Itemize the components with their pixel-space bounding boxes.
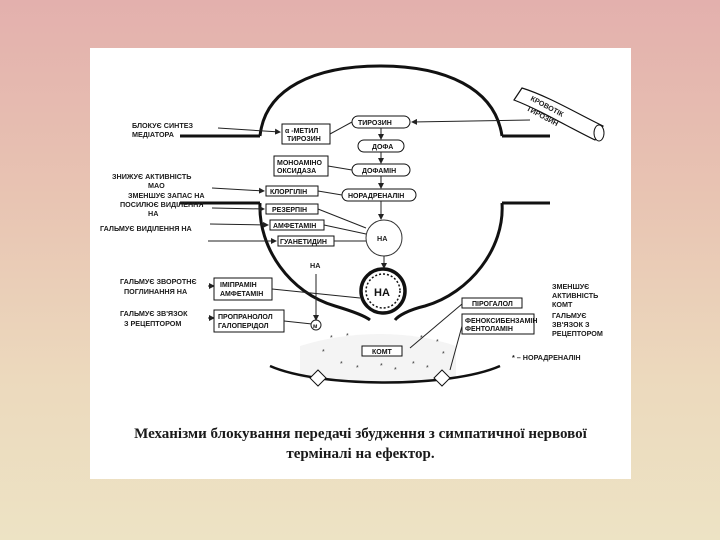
label-right-2a: ГАЛЬМУЄ — [552, 311, 587, 320]
dopamine-text: ДОФАМІН — [362, 168, 396, 175]
figure-caption: Механізми блокування передачі збудження … — [90, 424, 631, 464]
label-left-2a: ЗНИЖУЄ АКТИВНІСТЬ — [112, 172, 191, 181]
label-left-3c: НА — [148, 209, 158, 218]
amphetamine2-text: АМФЕТАМІН — [220, 291, 263, 298]
phentolamine-text: ФЕНТОЛАМІН — [465, 326, 513, 333]
svg-text:*: * — [380, 363, 383, 370]
phenoxybenzamine-text: ФЕНОКСИБЕНЗАМІН — [465, 318, 537, 325]
guanethidine-text: ГУАНЕТИДИН — [280, 239, 327, 246]
label-left-6a: ГАЛЬМУЄ ЗВ'ЯЗОК — [120, 309, 188, 318]
label-right-1c: КОМТ — [552, 300, 573, 309]
label-right-2c: РЕЦЕПТОРОМ — [552, 329, 603, 338]
sympathetic-terminal-diagram: НА НА ТИРОЗИН ДОФА ДОФАМІН НОРАДРЕНАЛІН … — [90, 48, 631, 479]
alpha-methyl-b: ТИРОЗИН — [287, 136, 321, 143]
caption-line-1: Механізми блокування передачі збудження … — [90, 424, 631, 444]
clorgiline-text: КЛОРГІЛІН — [270, 189, 307, 196]
noradrenaline-text: НОРАДРЕНАЛІН — [348, 193, 404, 200]
label-right-1a: ЗМЕНШУЄ — [552, 282, 589, 291]
label-left-5b: ПОГЛИНАННЯ НА — [124, 287, 187, 296]
legend-noradrenaline: * – НОРАДРЕНАЛІН — [512, 353, 581, 362]
m-marker: м — [313, 324, 318, 330]
drug-boxes-lower-left: ІМІПРАМІН АМФЕТАМІН ПРОПРАНОЛОЛ ГАЛОПЕРІ… — [214, 261, 360, 332]
label-left-2b: МАО — [148, 181, 165, 190]
left-labels: БЛОКУЄ СИНТЕЗ МЕДІАТОРА ЗНИЖУЄ АКТИВНІСТ… — [100, 121, 205, 328]
svg-text:*: * — [340, 361, 343, 368]
label-left-1a: БЛОКУЄ СИНТЕЗ — [132, 121, 193, 130]
amphetamine-text: АМФЕТАМІН — [273, 223, 316, 230]
reserpine-text: РЕЗЕРПІН — [272, 207, 307, 214]
blood-vessel: КРОВОТІК ТИРОЗИН — [412, 88, 604, 141]
mao-b: ОКСИДАЗА — [277, 168, 316, 175]
svg-text:*: * — [436, 339, 439, 346]
komt-text: КОМТ — [372, 349, 393, 356]
svg-text:*: * — [322, 349, 325, 356]
dopa-text: ДОФА — [372, 144, 393, 151]
na-small-label: НА — [310, 261, 320, 270]
svg-text:*: * — [426, 365, 429, 372]
vesicle: НА — [361, 269, 405, 313]
label-right-2b: ЗВ'ЯЗОК З — [552, 320, 590, 329]
imipramine-text: ІМІПРАМІН — [220, 282, 257, 289]
tyrosine-text: ТИРОЗИН — [358, 120, 392, 127]
svg-text:*: * — [394, 367, 397, 374]
label-right-1b: АКТИВНІСТЬ — [552, 291, 598, 300]
mao-a: МОНОАМІНО — [277, 160, 322, 167]
pyrogallol-text: ПІРОГАЛОЛ — [472, 301, 513, 308]
drug-boxes-inner: α -МЕТИЛ ТИРОЗИН МОНОАМІНО ОКСИДАЗА КЛОР… — [266, 122, 366, 246]
alpha-methyl-a: α -МЕТИЛ — [285, 128, 318, 135]
na-cytoplasm-circle: НА — [366, 220, 402, 256]
haloperidol-text: ГАЛОПЕРІДОЛ — [218, 323, 269, 330]
svg-text:*: * — [442, 351, 445, 358]
svg-text:*: * — [330, 335, 333, 342]
na-mid-label: НА — [377, 234, 387, 243]
label-left-3b: ПОСИЛЮЄ ВИДІЛЕННЯ — [120, 200, 204, 209]
svg-text:*: * — [412, 361, 415, 368]
svg-text:*: * — [356, 365, 359, 372]
label-left-6b: З РЕЦЕПТОРОМ — [124, 319, 181, 328]
label-left-5a: ГАЛЬМУЄ ЗВОРОТНЄ — [120, 277, 197, 286]
label-left-3a: ЗМЕНШУЄ ЗАПАС НА — [128, 191, 205, 200]
slide-panel: НА НА ТИРОЗИН ДОФА ДОФАМІН НОРАДРЕНАЛІН … — [90, 48, 631, 479]
na-vesicle-label: НА — [374, 287, 390, 299]
svg-text:*: * — [346, 333, 349, 340]
caption-line-2: терміналі на ефектор. — [90, 444, 631, 464]
label-left-4: ГАЛЬМУЄ ВИДІЛЕННЯ НА — [100, 224, 192, 233]
propranolol-text: ПРОПРАНОЛОЛ — [218, 314, 273, 321]
synaptic-cleft: КОМТ **** **** **** — [270, 333, 500, 386]
label-left-1b: МЕДІАТОРА — [132, 130, 174, 139]
